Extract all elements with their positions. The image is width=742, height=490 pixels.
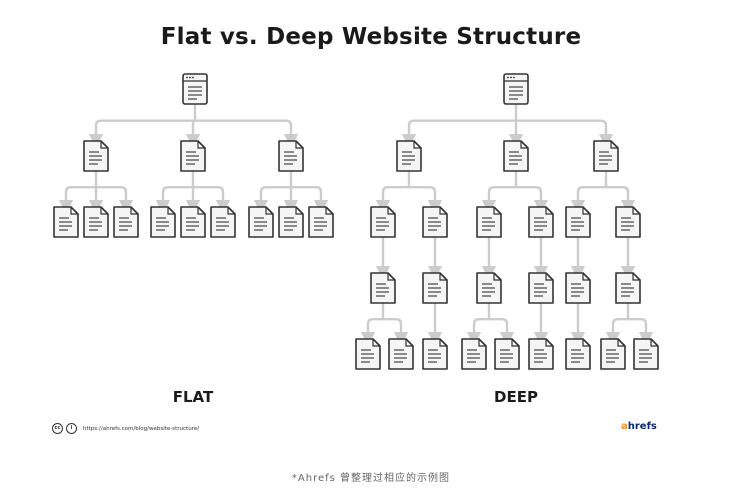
page-icon <box>528 272 554 304</box>
attribution-icon: i <box>66 423 77 434</box>
connector-line <box>407 119 614 149</box>
page-icon <box>494 338 520 370</box>
page-icon <box>180 206 206 238</box>
page-icon <box>370 206 396 238</box>
page-nodes <box>53 73 659 370</box>
page-icon <box>528 338 554 370</box>
page-icon <box>565 338 591 370</box>
page-icon <box>461 338 487 370</box>
page-icon <box>113 206 139 238</box>
page-icon <box>615 272 641 304</box>
flat-label: FLAT <box>172 388 214 406</box>
page-icon <box>615 206 641 238</box>
page-icon <box>355 338 381 370</box>
page-icon <box>83 206 109 238</box>
page-icon <box>422 338 448 370</box>
deep-label: DEEP <box>494 388 538 406</box>
source-url[interactable]: https://ahrefs.com/blog/website-structur… <box>83 425 200 432</box>
page-icon <box>278 140 304 172</box>
page-icon <box>210 206 236 238</box>
page-icon <box>476 272 502 304</box>
page-icon <box>83 140 109 172</box>
connector-line <box>381 186 443 215</box>
page-icon <box>565 206 591 238</box>
image-caption: *Ahrefs 曾整理过相应的示例图 <box>291 473 451 484</box>
page-icon <box>370 272 396 304</box>
connector-line <box>576 186 636 215</box>
connector-line <box>487 186 549 215</box>
connector-line <box>366 318 409 347</box>
ahrefs-logo: ahrefs <box>621 421 657 432</box>
diagram-title: Flat vs. Deep Website Structure <box>160 24 582 50</box>
homepage-icon <box>182 73 208 105</box>
page-icon <box>278 206 304 238</box>
connector-line <box>611 318 654 347</box>
page-icon <box>503 140 529 172</box>
page-icon <box>593 140 619 172</box>
page-icon <box>422 206 448 238</box>
page-icon <box>396 140 422 172</box>
page-icon <box>633 338 659 370</box>
page-icon <box>248 206 274 238</box>
page-icon <box>308 206 334 238</box>
homepage-icon <box>503 73 529 105</box>
page-icon <box>600 338 626 370</box>
page-icon <box>565 272 591 304</box>
cc-icon: cc <box>52 423 63 434</box>
page-icon <box>180 140 206 172</box>
page-icon <box>476 206 502 238</box>
connector-lines <box>58 102 654 347</box>
page-icon <box>388 338 414 370</box>
page-icon <box>422 272 448 304</box>
license-footer: cc i https://ahrefs.com/blog/website-str… <box>52 423 199 434</box>
page-icon <box>150 206 176 238</box>
page-icon <box>53 206 79 238</box>
page-icon <box>528 206 554 238</box>
connector-line <box>472 318 515 347</box>
